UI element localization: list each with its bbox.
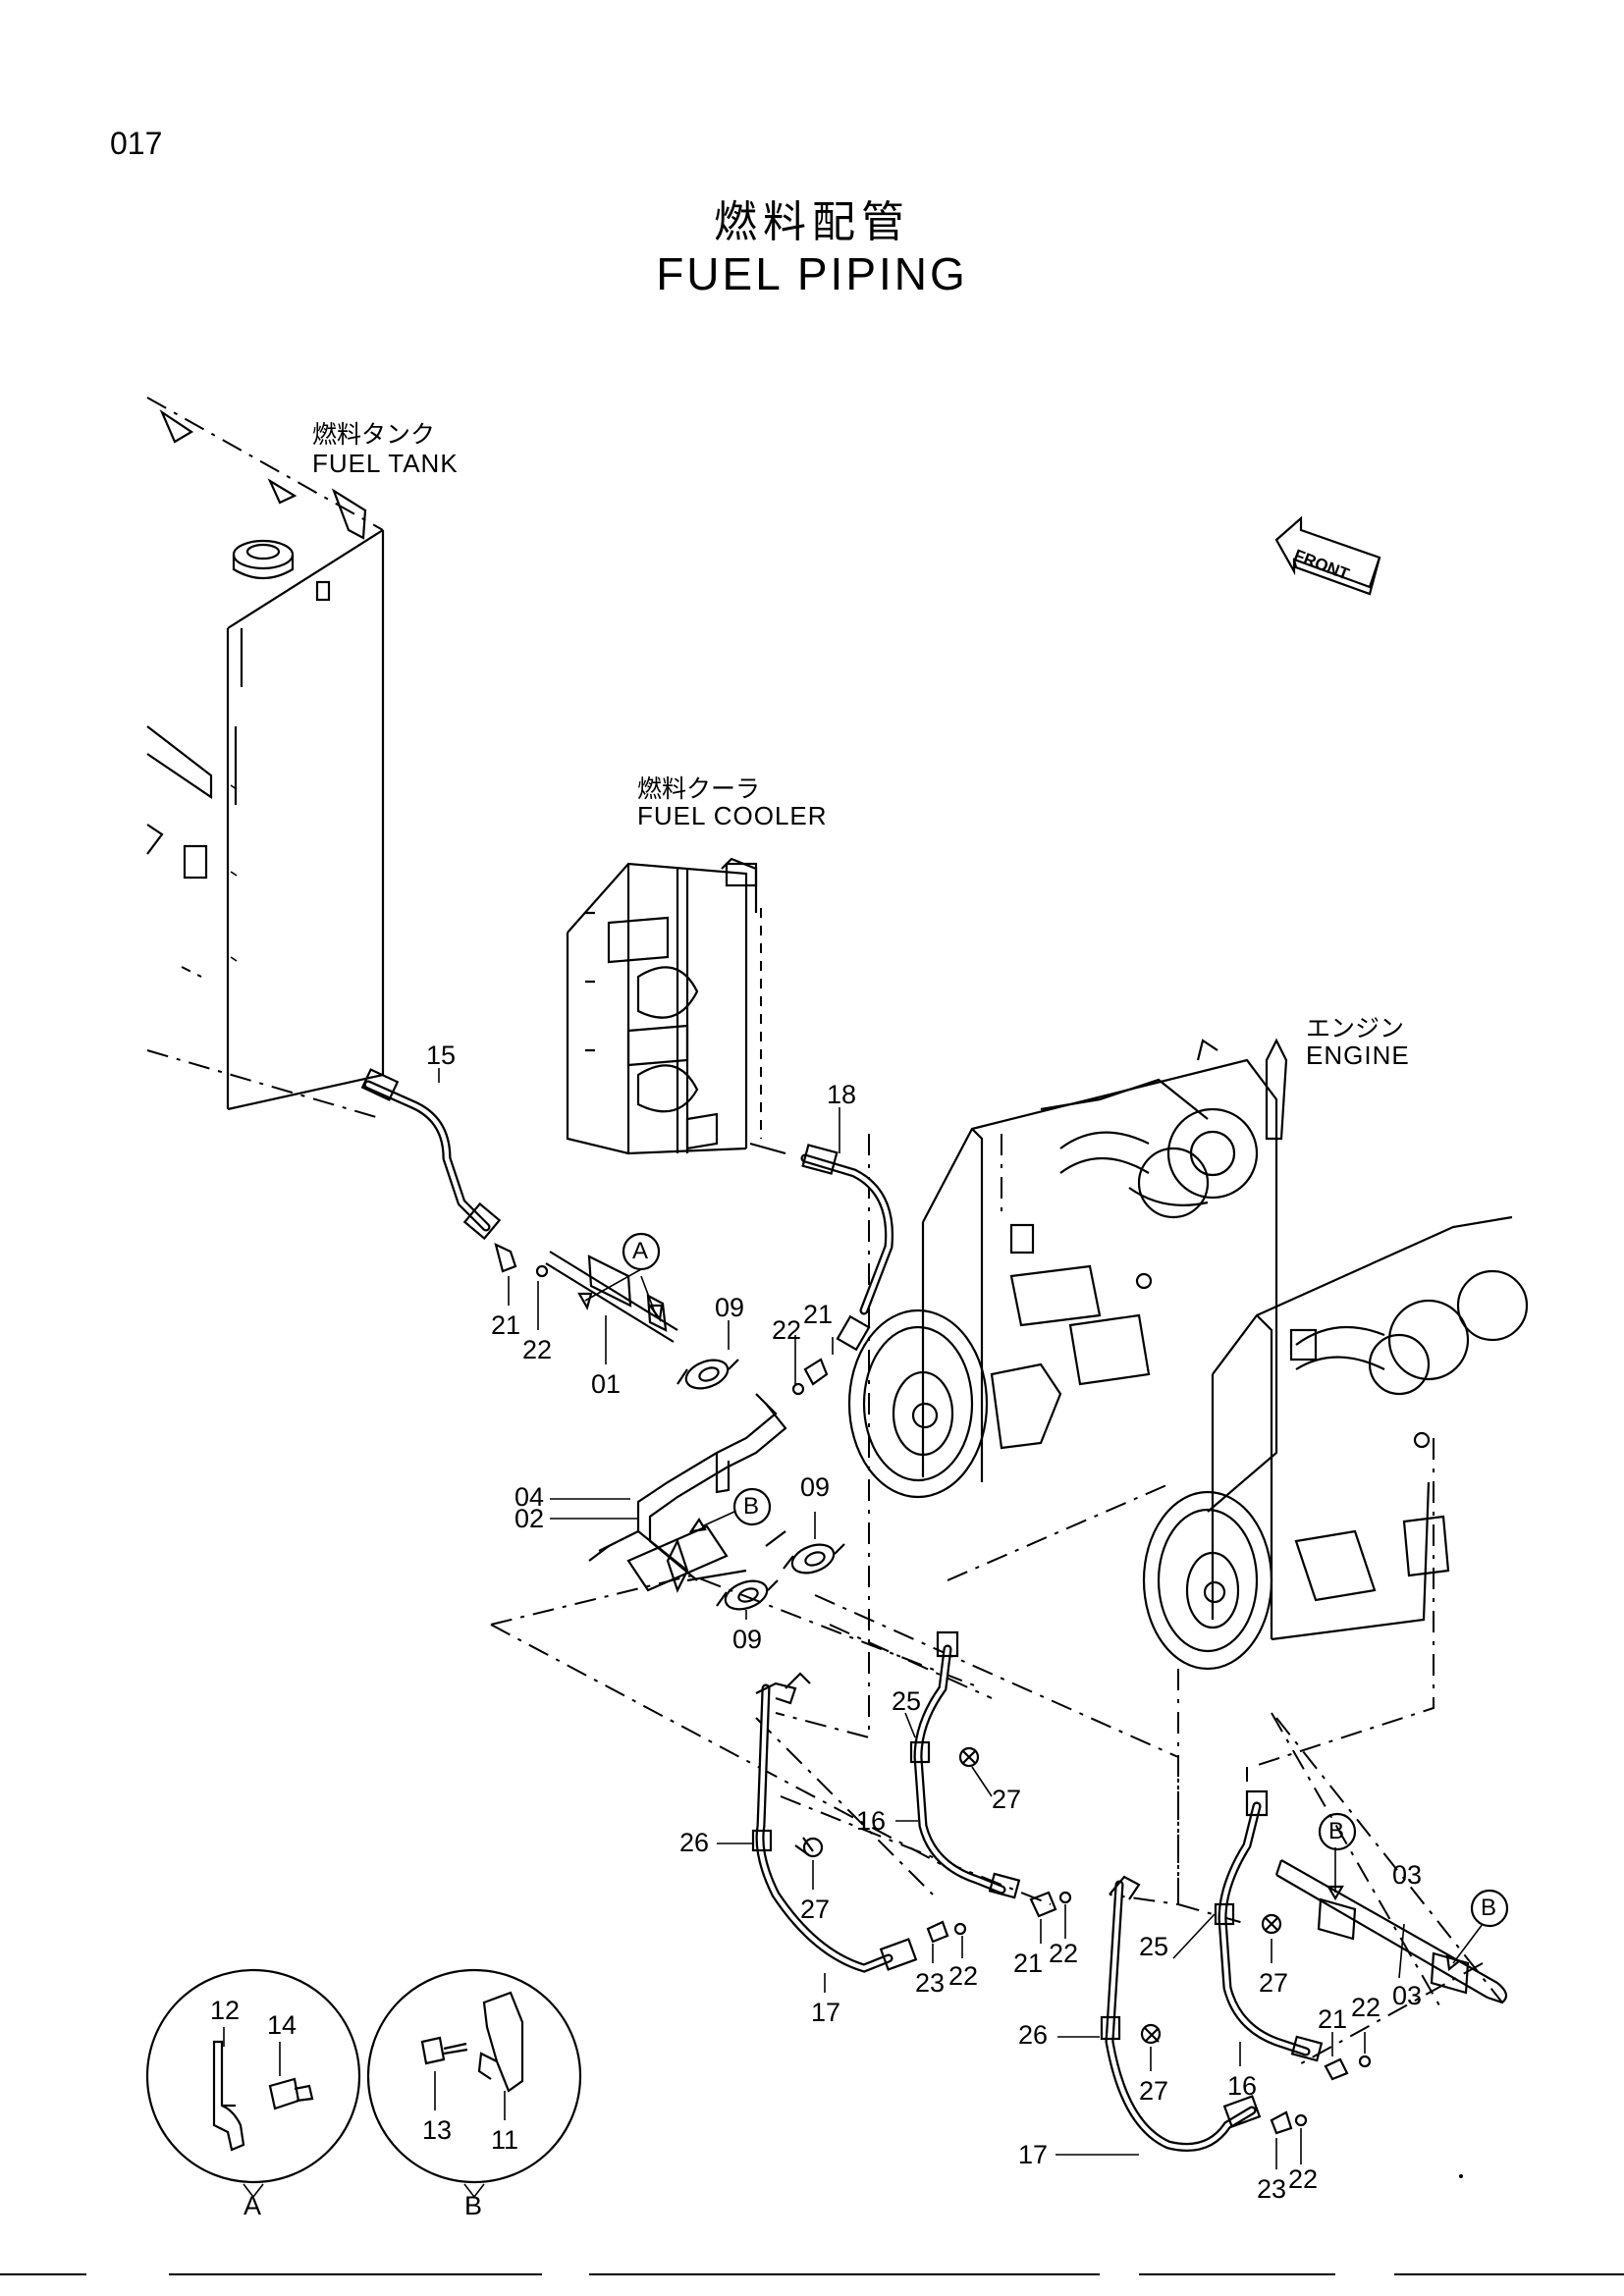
callout-bubble-arrows	[577, 1268, 1484, 1972]
leader-lines	[438, 1068, 1405, 2169]
bubble-b2-letter: B	[1328, 1818, 1345, 1844]
pipe-assembly-02-04	[545, 1251, 787, 1593]
part-number-15: 15	[426, 1041, 457, 1070]
part-number-13: 13	[422, 2115, 453, 2145]
hose-16-left	[909, 1630, 1021, 1899]
part-number-16-a: 16	[856, 1806, 887, 1836]
part-number-11: 11	[491, 2125, 519, 2155]
clamps-09	[677, 1359, 845, 1611]
part-number-27-a: 27	[992, 1785, 1022, 1814]
part-number-22-e: 22	[1351, 1993, 1381, 2022]
hose-17-left	[751, 1672, 918, 1973]
footer-rule	[0, 2273, 86, 2275]
engine-label-en: ENGINE	[1306, 1041, 1410, 1070]
pipe-03	[1274, 1859, 1508, 2004]
part-number-12: 12	[210, 1996, 241, 2025]
part-number-25-a: 25	[892, 1686, 922, 1716]
part-number-22-d: 22	[1049, 1939, 1079, 1968]
engine-label-jp: エンジン	[1306, 1014, 1405, 1042]
bubble-b1-letter: B	[743, 1493, 760, 1520]
part-number-14: 14	[267, 2010, 298, 2040]
stray-mark	[1459, 2174, 1463, 2178]
part-number-01: 01	[591, 1369, 622, 1399]
part-number-09-b: 09	[800, 1472, 831, 1502]
detail-view-b	[366, 1968, 582, 2184]
bubble-b2-circle	[1318, 1812, 1357, 1851]
engine-drawing	[847, 1038, 1288, 1513]
footer-rule	[1139, 2273, 1335, 2275]
part-number-16-b: 16	[1227, 2071, 1258, 2101]
part-number-18: 18	[827, 1080, 857, 1109]
part-number-27-b: 27	[800, 1895, 831, 1924]
part-number-03-a: 03	[1392, 1860, 1423, 1890]
detail-b-letter: B	[464, 2191, 483, 2220]
footer-rule	[169, 2273, 542, 2275]
detail-b-pointer	[463, 2183, 485, 2199]
reference-lines	[490, 1134, 1503, 2067]
part-number-22-b: 22	[772, 1315, 802, 1345]
part-number-25-b: 25	[1139, 1932, 1169, 1961]
part-number-27-c: 27	[1259, 1968, 1289, 1998]
part-number-22-f: 22	[1288, 2164, 1319, 2194]
fuel-cooler-label-jp: 燃料クーラ	[637, 774, 761, 803]
part-number-23-a: 23	[915, 1968, 946, 1998]
bubble-b3-letter: B	[1481, 1895, 1497, 1921]
fittings-21-22-23-lower	[926, 1891, 1372, 2135]
bubble-a-circle	[622, 1232, 661, 1271]
part-number-23-b: 23	[1257, 2174, 1287, 2204]
page-title-english: FUEL PIPING	[656, 248, 968, 299]
part-number-17-b: 17	[1018, 2140, 1049, 2169]
fuel-tank-label-jp: 燃料タンク	[312, 420, 436, 449]
part-number-02: 02	[514, 1504, 545, 1533]
hose-15	[360, 1068, 502, 1241]
part-number-21-c: 21	[1013, 1949, 1044, 1978]
detail-a-letter: A	[244, 2191, 262, 2220]
footer-rule	[589, 2273, 1100, 2275]
part-number-22-c: 22	[948, 1961, 979, 1991]
engine-lower-drawing	[1142, 1215, 1529, 1671]
hose-17-right	[1100, 1875, 1262, 2152]
bubble-b3-circle	[1470, 1889, 1509, 1928]
part-number-09-c: 09	[732, 1625, 763, 1654]
detail-view-a	[145, 1968, 361, 2184]
page-number: 017	[110, 126, 163, 161]
bubble-a-letter: A	[632, 1238, 649, 1264]
part-number-26-a: 26	[679, 1828, 710, 1857]
fuel-tank-label-en: FUEL TANK	[312, 449, 459, 478]
part-number-27-d: 27	[1139, 2076, 1169, 2106]
front-arrow-icon	[1274, 515, 1381, 596]
detail-a-pointer	[243, 2183, 264, 2199]
footer-rule	[1394, 2273, 1624, 2275]
fittings-21-22-upper	[494, 1243, 829, 1396]
hose-18	[749, 1142, 894, 1352]
hose-16-right	[1214, 1789, 1324, 2062]
part-number-22-a: 22	[522, 1335, 553, 1364]
part-number-04: 04	[514, 1482, 545, 1512]
page-title-japanese: 燃料配管	[714, 197, 910, 247]
part-number-21-b: 21	[803, 1300, 834, 1329]
part-number-26-b: 26	[1018, 2020, 1049, 2050]
part-number-17-a: 17	[811, 1998, 841, 2027]
fuel-tank-drawing	[146, 397, 385, 1120]
bubble-b1-circle	[732, 1487, 772, 1526]
part-number-09-a: 09	[715, 1293, 745, 1322]
part-number-03-b: 03	[1392, 1981, 1423, 2010]
fuel-cooler-label-en: FUEL COOLER	[637, 801, 828, 830]
part-number-21-a: 21	[491, 1310, 521, 1340]
fuel-cooler-drawing	[566, 857, 762, 1155]
part-number-21-d: 21	[1318, 2004, 1348, 2034]
